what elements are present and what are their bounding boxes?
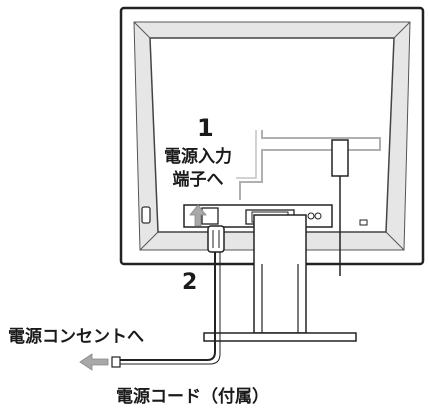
- to-outlet-label: 電源コンセントへ: [8, 327, 144, 347]
- arrow-up-icon: [189, 204, 207, 227]
- step-2-number: 2: [182, 270, 198, 295]
- arrow-left-icon: [79, 353, 109, 371]
- ac-inlet-label-line1: 電源入力: [164, 147, 232, 167]
- monitor-rear-body: [119, 6, 425, 266]
- ac-inlet-label: 電源入力 端子へ: [164, 146, 232, 192]
- signal-cable: [331, 139, 349, 276]
- cable-cover-outline: [236, 130, 381, 200]
- monitor-stand: [203, 214, 357, 342]
- power-cord-label: 電源コード（付属）: [116, 387, 269, 407]
- step-1-number: 1: [197, 114, 214, 142]
- ac-inlet-label-line2: 端子へ: [172, 170, 224, 190]
- power-cord: [111, 225, 225, 368]
